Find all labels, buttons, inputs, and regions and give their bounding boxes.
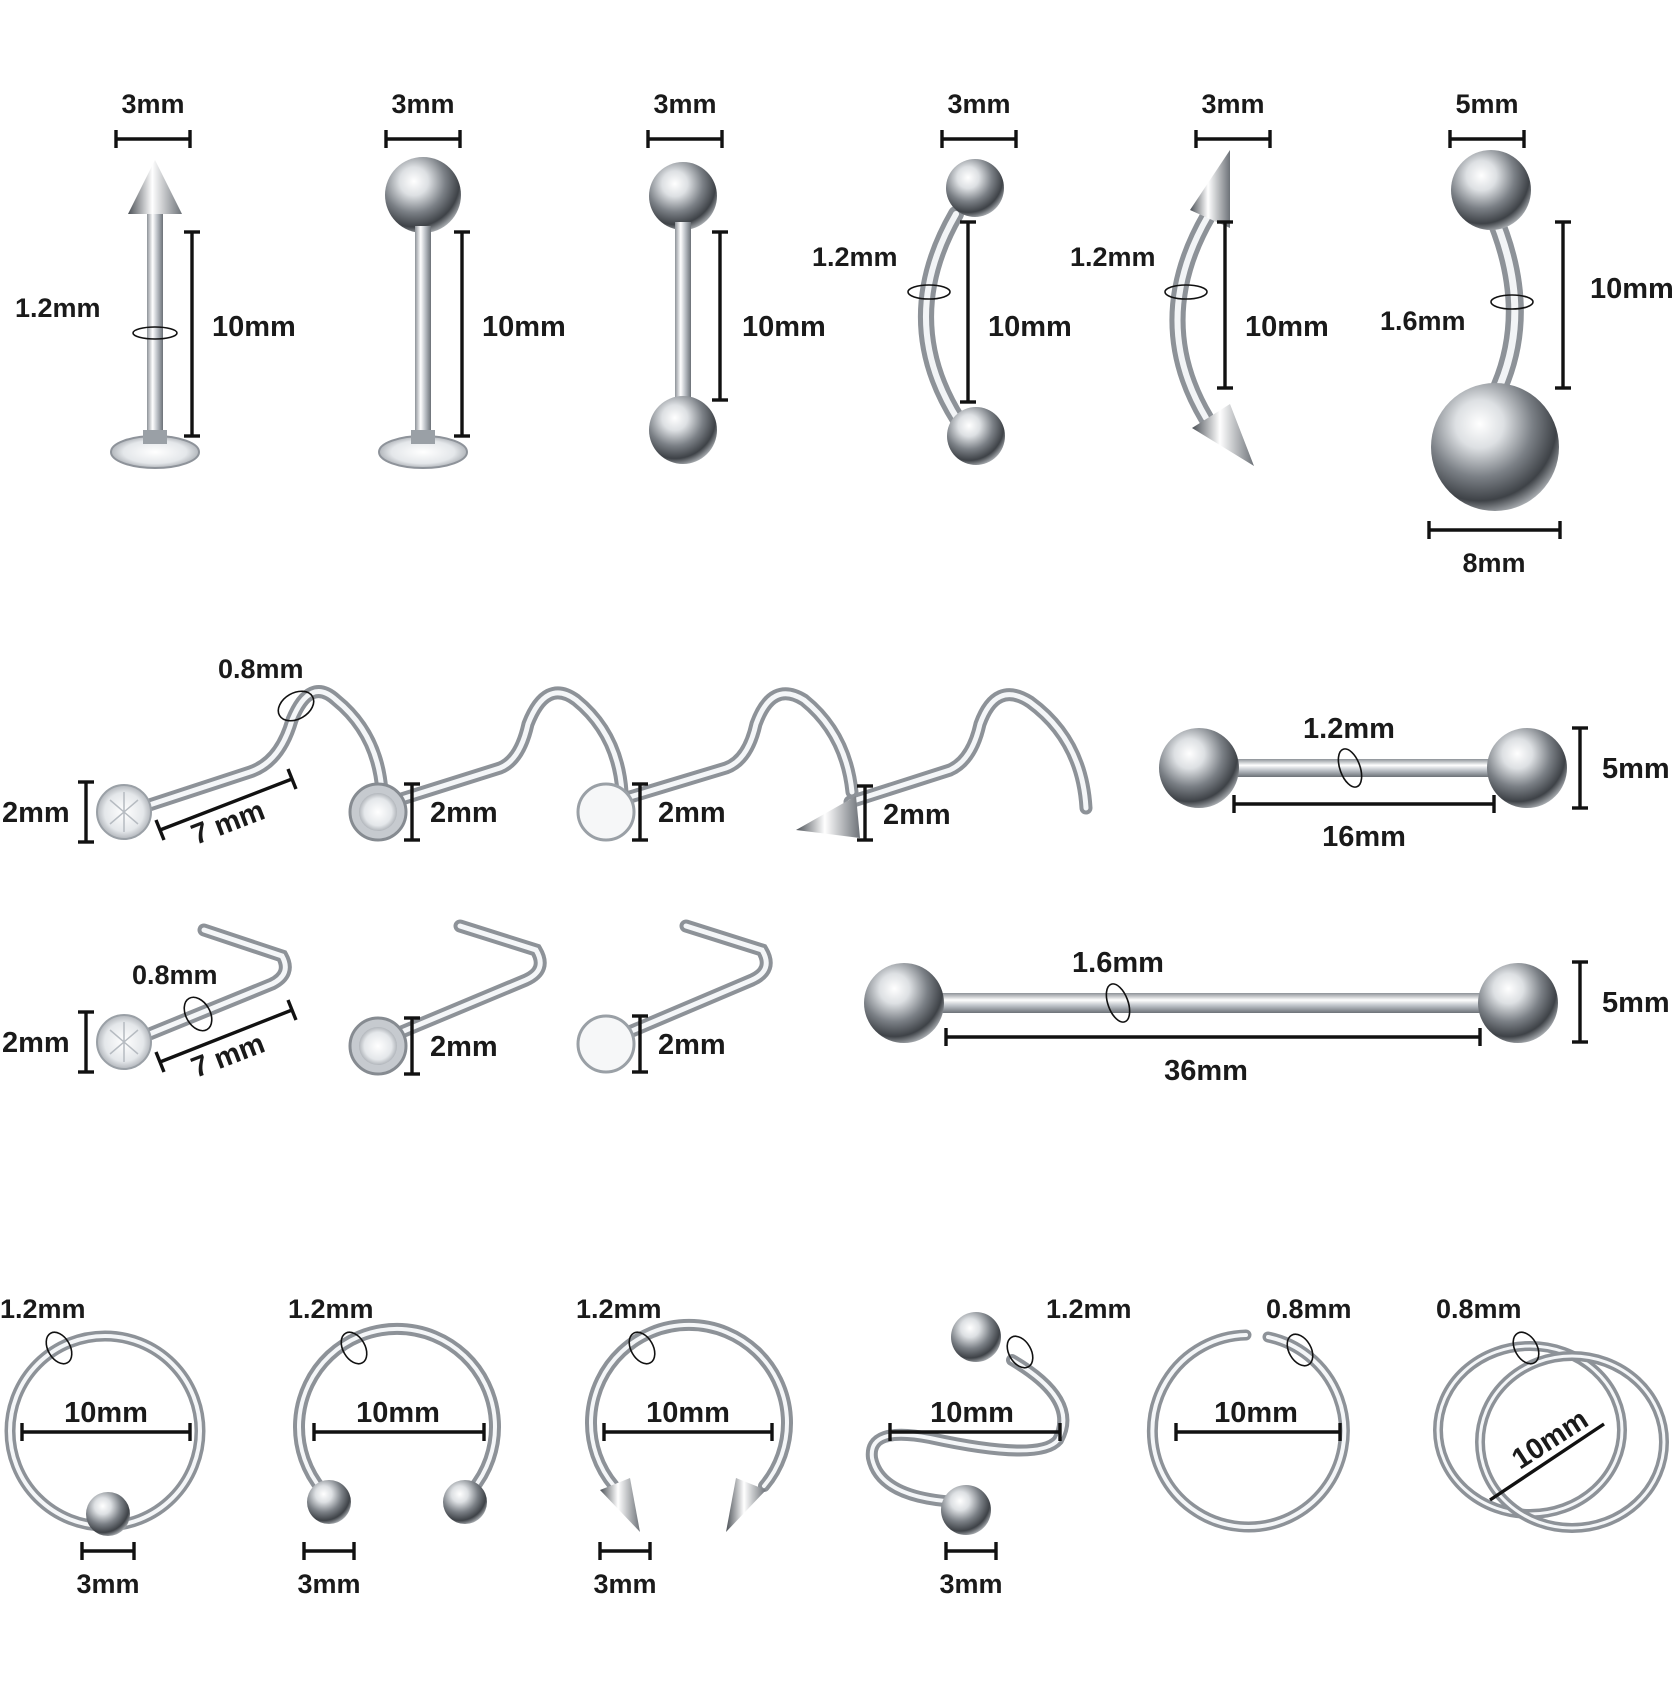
l-shape-nose-gem-piercing: 0.8mm 2mm 7 mm <box>2 923 298 1085</box>
curved-barbell-ball-top-label: 3mm <box>947 89 1010 119</box>
horseshoe-ball-diameter-label: 10mm <box>356 1397 440 1429</box>
double-spiral-piercing: 0.8mm 10mm <box>1433 1294 1669 1533</box>
belly-ring-bottom-label: 8mm <box>1462 548 1525 578</box>
captive-ring-diameter-label: 10mm <box>64 1397 148 1429</box>
horseshoe-spike-ball-label: 3mm <box>593 1569 656 1599</box>
l-shape-nose-flat-piercing: 2mm <box>576 919 773 1074</box>
straight-barbell-top-label: 3mm <box>653 89 716 119</box>
screw-nose-gem-piercing: 0.8mm 2mm 7 mm <box>2 654 389 852</box>
labret-spike-piercing: 3mm 1.2mm 10mm <box>15 89 296 469</box>
belly-ring-piercing: 5mm 1.6mm 10mm 8mm <box>1380 89 1674 578</box>
horseshoe-spike-piercing: 1.2mm 10mm 3mm <box>576 1294 793 1599</box>
curved-barbell-ball-length-label: 10mm <box>988 311 1072 343</box>
tongue-barbell-piercing: 1.2mm 16mm 5mm <box>1159 713 1670 853</box>
double-spiral-gauge-label: 0.8mm <box>1436 1294 1522 1324</box>
screw-spike-head-label: 2mm <box>883 799 951 831</box>
labret-spike-gauge-label: 1.2mm <box>15 293 101 323</box>
horseshoe-ball-piercing: 1.2mm 10mm 3mm <box>288 1294 501 1599</box>
curved-barbell-spike-length-label: 10mm <box>1245 311 1329 343</box>
belly-ring-length-label: 10mm <box>1590 273 1674 305</box>
horseshoe-spike-diameter-label: 10mm <box>646 1397 730 1429</box>
labret-spike-top-label: 3mm <box>121 89 184 119</box>
industrial-bar-gauge-label: 1.6mm <box>1072 947 1164 979</box>
horseshoe-ball-gauge-label: 1.2mm <box>288 1294 374 1324</box>
screw-flat-head-label: 2mm <box>658 797 726 829</box>
twist-spiral-gauge-label: 1.2mm <box>1046 1294 1132 1324</box>
straight-barbell-length-label: 10mm <box>742 311 826 343</box>
screw-nose-spike-piercing: 2mm <box>796 688 1093 842</box>
curved-barbell-ball-piercing: 3mm 1.2mm 10mm <box>812 89 1072 465</box>
horseshoe-spike-gauge-label: 1.2mm <box>576 1294 662 1324</box>
twist-spiral-diameter-label: 10mm <box>930 1397 1014 1429</box>
l-shape-nose-bezel-piercing: 2mm <box>348 919 547 1076</box>
l-bezel-head-label: 2mm <box>430 1031 498 1063</box>
twist-spiral-ball-label: 3mm <box>939 1569 1002 1599</box>
tongue-bar-ball-label: 5mm <box>1602 753 1670 785</box>
industrial-barbell-piercing: 1.6mm 36mm 5mm <box>864 947 1670 1087</box>
horseshoe-ball-ball-label: 3mm <box>297 1569 360 1599</box>
straight-barbell-piercing: 3mm 10mm <box>646 89 826 464</box>
screw-gem-gauge-label: 0.8mm <box>218 654 304 684</box>
curved-barbell-spike-top-label: 3mm <box>1201 89 1264 119</box>
screw-bezel-head-label: 2mm <box>430 797 498 829</box>
curved-barbell-spike-piercing: 3mm 1.2mm 10mm <box>1070 89 1329 466</box>
labret-ball-piercing: 3mm 10mm <box>378 89 566 469</box>
twist-spiral-piercing: 1.2mm 10mm 3mm <box>865 1294 1132 1599</box>
tongue-bar-gauge-label: 1.2mm <box>1303 713 1395 745</box>
l-flat-head-label: 2mm <box>658 1029 726 1061</box>
labret-ball-length-label: 10mm <box>482 311 566 343</box>
open-hoop-gauge-label: 0.8mm <box>1266 1294 1352 1324</box>
screw-nose-bezel-piercing: 2mm <box>348 686 629 842</box>
belly-ring-gauge-label: 1.6mm <box>1380 306 1466 336</box>
open-hoop-diameter-label: 10mm <box>1214 1397 1298 1429</box>
l-gem-head-label: 2mm <box>2 1027 70 1059</box>
industrial-bar-ball-label: 5mm <box>1602 987 1670 1019</box>
curved-barbell-spike-gauge-label: 1.2mm <box>1070 242 1156 272</box>
captive-ring-gauge-label: 1.2mm <box>0 1294 86 1324</box>
tongue-bar-length-label: 16mm <box>1322 821 1406 853</box>
labret-spike-length-label: 10mm <box>212 311 296 343</box>
captive-ring-ball-label: 3mm <box>76 1569 139 1599</box>
industrial-bar-length-label: 36mm <box>1164 1055 1248 1087</box>
belly-ring-top-label: 5mm <box>1455 89 1518 119</box>
captive-bead-ring-piercing: 1.2mm 10mm 3mm <box>0 1294 206 1599</box>
labret-ball-top-label: 3mm <box>391 89 454 119</box>
curved-barbell-ball-gauge-label: 1.2mm <box>812 242 898 272</box>
open-hoop-piercing: 0.8mm 10mm <box>1146 1294 1352 1533</box>
screw-nose-flat-piercing: 2mm <box>576 687 859 842</box>
screw-gem-head-label: 2mm <box>2 797 70 829</box>
l-gem-gauge-label: 0.8mm <box>132 960 218 990</box>
